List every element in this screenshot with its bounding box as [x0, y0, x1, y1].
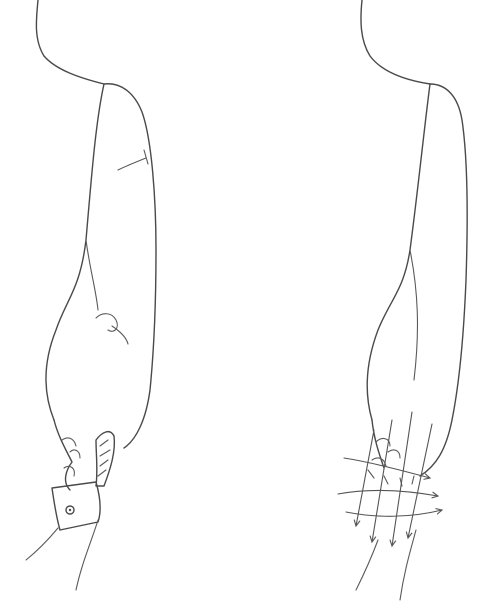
- horizontal-arrow-1: [344, 458, 430, 478]
- right-shoulder-outline: [361, 0, 430, 84]
- left-sleeve-back-edge: [104, 84, 156, 448]
- left-cuff: [52, 482, 100, 530]
- right-wrist-back: [400, 530, 416, 600]
- left-sleeve-front-edge: [46, 84, 104, 420]
- right-sleeve-back-edge: [420, 84, 467, 476]
- left-inner-arm-line: [86, 240, 98, 310]
- horizontal-arrow-2: [338, 490, 438, 496]
- left-wrist-back: [76, 520, 98, 590]
- left-sleeve-panel: [26, 0, 156, 590]
- left-elbow-fold: [96, 314, 128, 344]
- vertical-arrows: [356, 412, 432, 546]
- left-placket-detail: [98, 440, 110, 476]
- left-upper-crease: [118, 158, 146, 170]
- right-wrist-front: [356, 540, 378, 590]
- right-inner-seam: [410, 250, 417, 380]
- left-puff-gathers: [62, 438, 80, 476]
- vertical-arrow-1: [356, 430, 374, 526]
- left-wrist-front: [26, 528, 58, 560]
- left-sleeve-puff: [54, 420, 72, 490]
- vertical-arrow-4: [408, 424, 432, 538]
- left-placket: [96, 432, 114, 486]
- right-sleeve-panel: [338, 0, 467, 600]
- vertical-arrow-3: [392, 412, 412, 546]
- left-shoulder-outline: [36, 0, 104, 84]
- right-sleeve-front-edge: [367, 84, 430, 420]
- horizontal-arrows: [338, 458, 442, 516]
- left-upper-crease-2: [144, 150, 148, 164]
- right-sleeve-puff: [372, 420, 384, 468]
- horizontal-arrow-3: [346, 510, 442, 516]
- cuff-button-center: [69, 509, 71, 511]
